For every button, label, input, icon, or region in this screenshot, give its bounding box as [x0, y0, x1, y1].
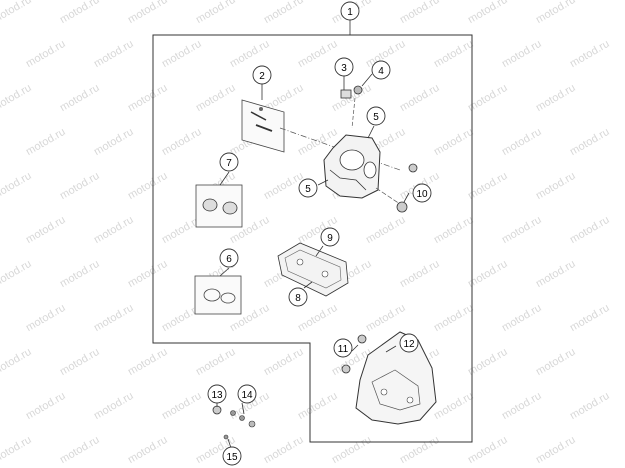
callout-12: 12 [399, 333, 419, 353]
callout-2: 2 [252, 65, 272, 85]
svg-text:15: 15 [226, 452, 238, 463]
svg-text:5: 5 [373, 112, 379, 123]
part-brake-pads [277, 242, 349, 297]
svg-text:5: 5 [305, 184, 311, 195]
part-bleeder-screw [340, 73, 373, 99]
part-caliper-housing [317, 125, 401, 205]
svg-text:10: 10 [416, 189, 428, 200]
callout-13: 13 [207, 384, 227, 404]
svg-text:1: 1 [347, 7, 353, 18]
callout-14: 14 [237, 384, 257, 404]
callout-8: 8 [288, 287, 308, 307]
svg-text:9: 9 [327, 233, 333, 244]
callout-5-upper: 5 [366, 106, 386, 126]
svg-text:6: 6 [226, 254, 232, 265]
part-caliper-support [341, 331, 437, 425]
callout-4: 4 [371, 60, 391, 80]
callout-11: 11 [333, 338, 353, 358]
svg-text:2: 2 [259, 71, 265, 82]
callout-3: 3 [334, 57, 354, 77]
svg-text:3: 3 [341, 63, 347, 74]
part-seal-kit [194, 267, 242, 315]
part-small-hardware [212, 402, 256, 449]
callout-7: 7 [219, 152, 239, 172]
callout-15: 15 [222, 446, 242, 466]
part-piston-kit [195, 171, 243, 228]
assembly-boundary [152, 34, 473, 443]
callout-9: 9 [320, 227, 340, 247]
svg-text:8: 8 [295, 293, 301, 304]
callout-5-lower: 5 [298, 178, 318, 198]
svg-text:4: 4 [378, 66, 384, 77]
svg-text:7: 7 [226, 158, 232, 169]
callout-10: 10 [412, 183, 432, 203]
part-pin-kit [241, 84, 285, 153]
callout-6: 6 [219, 248, 239, 268]
svg-text:11: 11 [338, 344, 349, 355]
callout-1: 1 [340, 1, 360, 21]
svg-text:14: 14 [241, 390, 253, 401]
svg-text:12: 12 [403, 339, 415, 350]
svg-text:13: 13 [211, 390, 223, 401]
part-nuts [396, 163, 418, 213]
